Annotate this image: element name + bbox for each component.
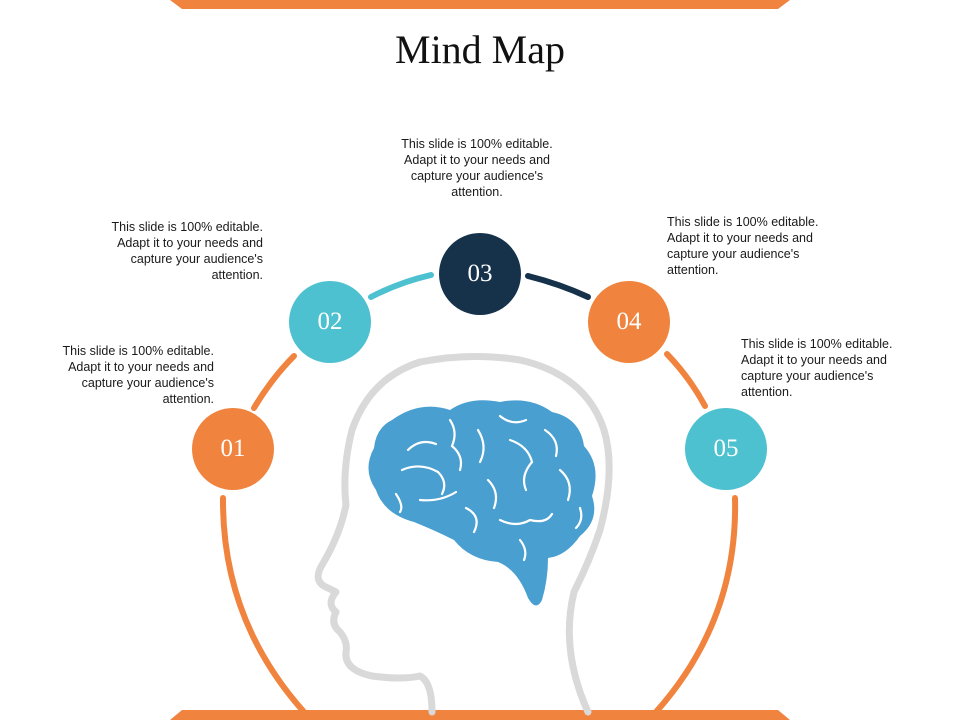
node-02: 02 [289, 281, 371, 363]
bottom-banner [170, 710, 790, 720]
node-05-label: 05 [713, 435, 739, 462]
node-03-description: This slide is 100% editable. Adapt it to… [401, 137, 553, 199]
node-01-description: This slide is 100% editable. Adapt it to… [62, 344, 214, 406]
arc-left-bottom [219, 495, 307, 715]
node-01: 01 [192, 408, 274, 490]
brain-icon [368, 400, 596, 606]
node-02-label: 02 [317, 308, 343, 335]
page-title: Mind Map [395, 27, 565, 72]
top-banner [170, 0, 790, 9]
arc-04-05 [664, 351, 708, 409]
node-05-description: This slide is 100% editable. Adapt it to… [741, 337, 893, 399]
arc-01-02 [251, 353, 297, 411]
arc-right-bottom [653, 495, 739, 715]
node-03: 03 [439, 233, 521, 315]
arc-03-04 [525, 273, 591, 300]
node-02-description: This slide is 100% editable. Adapt it to… [111, 220, 263, 282]
node-04-description: This slide is 100% editable. Adapt it to… [667, 215, 819, 277]
node-03-label: 03 [467, 260, 493, 287]
arc-02-03 [368, 272, 434, 300]
node-05: 05 [685, 408, 767, 490]
node-01-label: 01 [220, 435, 246, 462]
node-04-label: 04 [616, 308, 642, 335]
head-profile-icon [314, 352, 613, 716]
node-04: 04 [588, 281, 670, 363]
